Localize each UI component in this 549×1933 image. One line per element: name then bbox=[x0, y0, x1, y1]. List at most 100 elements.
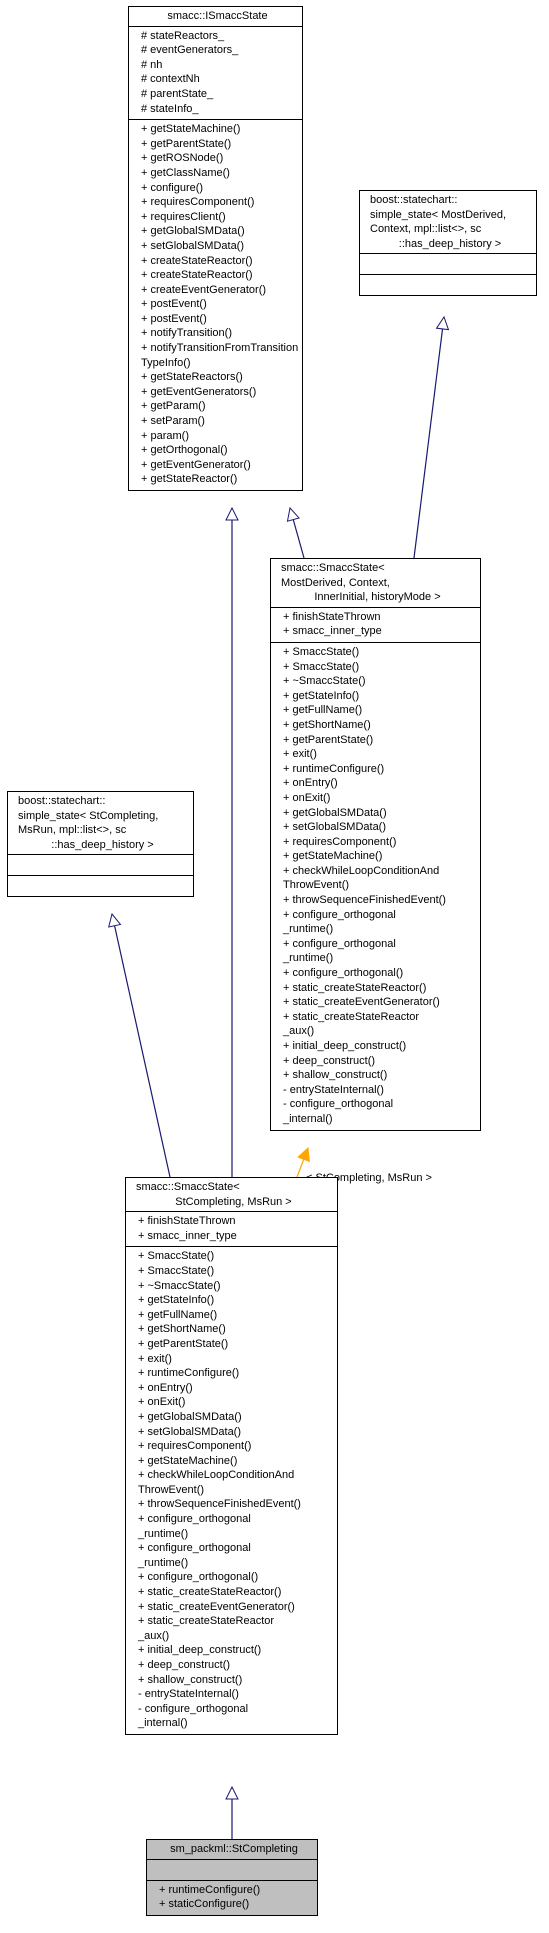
attribute: # nh bbox=[141, 58, 163, 71]
class-name: ::has_deep_history > bbox=[51, 838, 154, 851]
attribute: # stateInfo_ bbox=[141, 102, 199, 115]
method: + ~SmaccState() bbox=[283, 675, 366, 688]
attributes-section: + finishStateThrown + smacc_inner_type bbox=[126, 1211, 337, 1246]
attribute: + smacc_inner_type bbox=[283, 625, 382, 638]
method: ThrowEvent() bbox=[138, 1483, 205, 1496]
edge-smaccstate-instance-to-boost-state bbox=[112, 914, 171, 1178]
class-name: sm_packml::StCompleting bbox=[170, 1843, 298, 1855]
edge-template-binding bbox=[296, 1148, 308, 1178]
class-name: smacc::ISmaccState bbox=[167, 10, 268, 22]
method: + getStateMachine() bbox=[283, 850, 383, 863]
method: + SmaccState() bbox=[138, 1250, 215, 1263]
method: + static_createEventGenerator() bbox=[138, 1600, 295, 1613]
method: + shallow_construct() bbox=[283, 1069, 388, 1082]
method: + configure_orthogonal bbox=[138, 1542, 251, 1555]
method: TypeInfo() bbox=[141, 356, 191, 369]
method: + runtimeConfigure() bbox=[283, 762, 385, 775]
method: + requiresComponent() bbox=[283, 835, 397, 848]
method: + SmaccState() bbox=[138, 1264, 215, 1277]
class-name: MsRun, mpl::list<>, sc bbox=[18, 824, 127, 837]
method: + static_createStateReactor() bbox=[138, 1586, 282, 1599]
class-title: smacc::SmaccState< StCompleting, MsRun > bbox=[126, 1178, 337, 1211]
method: + getOrthogonal() bbox=[141, 444, 228, 457]
method: + setGlobalSMData() bbox=[138, 1425, 242, 1438]
method: + initial_deep_construct() bbox=[138, 1644, 262, 1657]
class-name: boost::statechart:: bbox=[18, 795, 106, 807]
method: + staticConfigure() bbox=[159, 1898, 250, 1911]
method: _aux() bbox=[138, 1629, 170, 1642]
method: + static_createStateReactor bbox=[283, 1010, 420, 1023]
method: + deep_construct() bbox=[283, 1054, 376, 1067]
method: + getStateReactors() bbox=[141, 371, 243, 384]
attribute: # eventGenerators_ bbox=[141, 44, 239, 57]
class-ismacc-state[interactable]: smacc::ISmaccState # stateReactors_ # ev… bbox=[128, 6, 303, 491]
method: + postEvent() bbox=[141, 312, 207, 325]
class-smacc-state-template[interactable]: smacc::SmaccState< MostDerived, Context,… bbox=[270, 558, 481, 1131]
method: + requiresComponent() bbox=[141, 196, 255, 209]
method: + getShortName() bbox=[283, 718, 371, 731]
method: + onExit() bbox=[138, 1396, 186, 1409]
class-name: InnerInitial, historyMode > bbox=[314, 591, 441, 604]
attribute: # parentState_ bbox=[141, 87, 214, 100]
method: + getStateReactor() bbox=[141, 473, 238, 486]
methods-section: + getStateMachine() + getParentState() +… bbox=[129, 119, 302, 490]
method: + requiresClient() bbox=[141, 210, 226, 223]
method: _runtime() bbox=[138, 1556, 189, 1569]
class-st-completing[interactable]: sm_packml::StCompleting + runtimeConfigu… bbox=[146, 1839, 318, 1916]
method: + getGlobalSMData() bbox=[141, 225, 245, 238]
class-title: boost::statechart:: simple_state< StComp… bbox=[8, 792, 193, 854]
methods-section bbox=[8, 875, 193, 896]
attributes-section bbox=[360, 253, 536, 274]
method: + requiresComponent() bbox=[138, 1440, 252, 1453]
edge-smaccstate-template-to-ismaccstate bbox=[290, 508, 305, 559]
method: + configure_orthogonal bbox=[138, 1513, 251, 1526]
method: + createStateReactor() bbox=[141, 269, 253, 282]
method: _internal() bbox=[138, 1717, 188, 1730]
class-name: smacc::SmaccState< bbox=[136, 1181, 240, 1193]
method: + getParam() bbox=[141, 400, 206, 413]
attribute: # stateReactors_ bbox=[141, 29, 225, 42]
method: _runtime() bbox=[283, 923, 334, 936]
method: + getParentState() bbox=[141, 137, 232, 150]
method: + getStateInfo() bbox=[283, 689, 360, 702]
method: + shallow_construct() bbox=[138, 1673, 243, 1686]
class-name: StCompleting, MsRun > bbox=[175, 1195, 292, 1208]
method: + SmaccState() bbox=[283, 645, 360, 658]
method: + getEventGenerator() bbox=[141, 458, 251, 471]
method: - configure_orthogonal bbox=[138, 1702, 249, 1715]
method: + getGlobalSMData() bbox=[138, 1410, 242, 1423]
method: + configure_orthogonal() bbox=[283, 967, 404, 980]
class-title: smacc::ISmaccState bbox=[129, 7, 302, 26]
method: - configure_orthogonal bbox=[283, 1098, 394, 1111]
methods-section: + runtimeConfigure() + staticConfigure() bbox=[147, 1879, 317, 1915]
method: + static_createEventGenerator() bbox=[283, 996, 440, 1009]
method: + createStateReactor() bbox=[141, 254, 253, 267]
method: + createEventGenerator() bbox=[141, 283, 267, 296]
attributes-section bbox=[147, 1858, 317, 1880]
method: + getEventGenerators() bbox=[141, 385, 257, 398]
class-boost-simple-state-mostderived[interactable]: boost::statechart:: simple_state< MostDe… bbox=[359, 190, 537, 297]
class-boost-simple-state-stcompleting[interactable]: boost::statechart:: simple_state< StComp… bbox=[7, 791, 194, 898]
method: + getStateMachine() bbox=[138, 1454, 238, 1467]
method: + getROSNode() bbox=[141, 152, 224, 165]
method: + getFullName() bbox=[283, 704, 363, 717]
method: + runtimeConfigure() bbox=[138, 1367, 240, 1380]
class-name: ::has_deep_history > bbox=[398, 237, 502, 250]
method: + getParentState() bbox=[138, 1337, 229, 1350]
class-smacc-state-instance[interactable]: smacc::SmaccState< StCompleting, MsRun >… bbox=[125, 1177, 338, 1735]
method: + throwSequenceFinishedEvent() bbox=[283, 894, 446, 907]
method: + initial_deep_construct() bbox=[283, 1040, 407, 1052]
method: + postEvent() bbox=[141, 298, 207, 311]
method: + deep_construct() bbox=[138, 1659, 231, 1671]
attribute: + finishStateThrown bbox=[138, 1215, 236, 1228]
method: + configure_orthogonal bbox=[283, 908, 396, 921]
method: + onEntry() bbox=[283, 777, 338, 790]
edge-smaccstate-template-to-boost-state bbox=[413, 317, 444, 559]
method: + configure_orthogonal bbox=[283, 937, 396, 950]
class-name: simple_state< MostDerived, bbox=[370, 208, 507, 221]
attributes-section: + finishStateThrown + smacc_inner_type bbox=[271, 606, 480, 642]
method: _internal() bbox=[283, 1112, 333, 1125]
attributes-section: # stateReactors_ # eventGenerators_ # nh… bbox=[129, 25, 302, 120]
method: + configure() bbox=[141, 181, 204, 194]
method: + getGlobalSMData() bbox=[283, 806, 387, 819]
